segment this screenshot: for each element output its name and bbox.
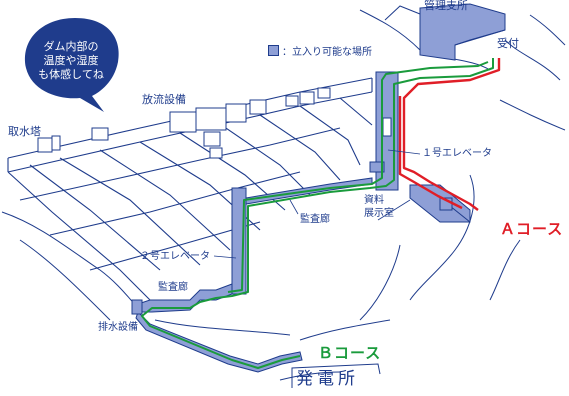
label-gallery-upper: 監査廊	[300, 214, 330, 225]
label-reception: 受付	[497, 37, 519, 50]
bubble-line-3: も体感してね	[38, 68, 104, 81]
route-a-path-2	[398, 96, 463, 210]
outlet-facility	[169, 87, 331, 159]
course-a-label: Ａコース	[500, 220, 564, 238]
label-outlet: 放流設備	[142, 93, 186, 106]
speech-bubble	[25, 18, 119, 112]
label-exhibit: 資料 展示室	[364, 195, 394, 219]
label-elevator-2: ２号エレベータ	[140, 251, 210, 262]
powerhouse-bracket	[291, 363, 381, 388]
legend-swatch	[268, 45, 279, 56]
bubble-text: ダム内部の 温度や湿度 も体感してね	[28, 40, 114, 82]
legend: ：立入り可能な場所	[268, 43, 372, 58]
drainage-facility	[131, 299, 143, 315]
label-gallery-lower: 監査廊	[158, 282, 188, 293]
legend-text: ：立入り可能な場所	[282, 47, 372, 58]
route-b-path	[141, 58, 494, 369]
exhibit-room	[409, 184, 471, 223]
label-powerhouse: 発電所	[296, 369, 359, 389]
course-b-label: Ｂコース	[318, 344, 382, 362]
label-drainage: 排水設備	[98, 322, 138, 333]
management-building	[419, 3, 506, 61]
label-elevator-1: １号エレベータ	[422, 148, 492, 159]
route-b-path-2	[227, 61, 489, 293]
route-a-path	[402, 58, 501, 211]
intake-tower	[37, 127, 109, 153]
bubble-line-2: 温度や湿度	[43, 54, 99, 67]
label-intake: 取水塔	[8, 125, 41, 138]
leader-lines	[213, 149, 421, 259]
bubble-line-1: ダム内部の	[43, 40, 99, 53]
label-management: 管理支所	[424, 0, 468, 12]
